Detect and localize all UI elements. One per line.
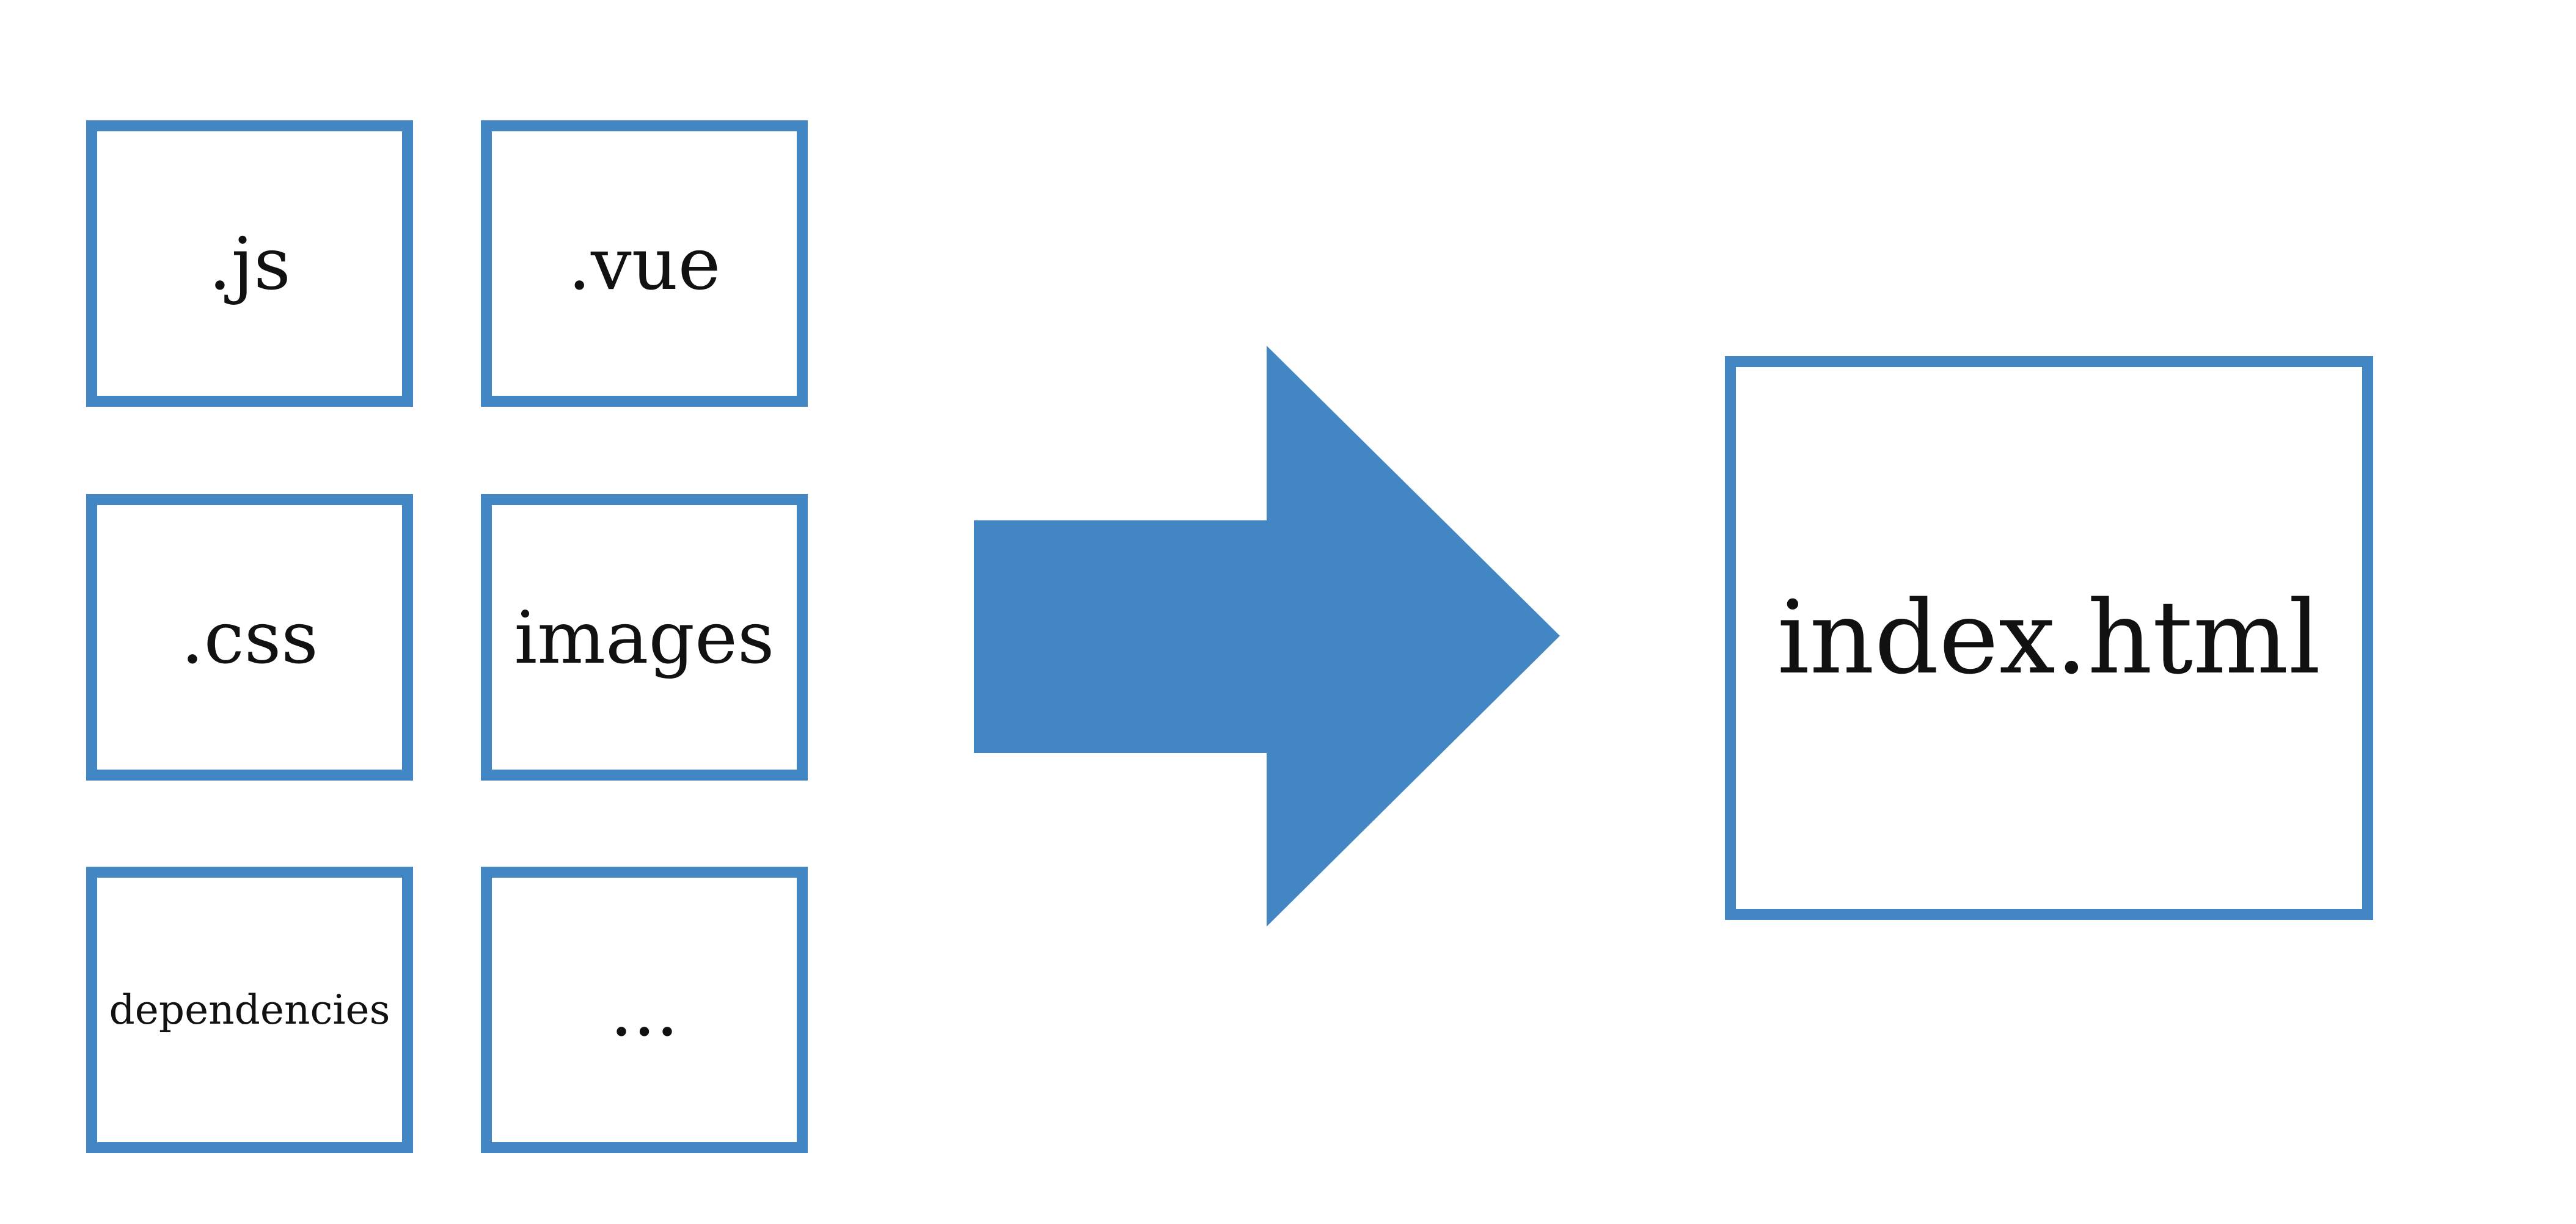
input-file-box-vue: .vue [481,120,808,407]
input-file-box-js: .js [86,120,413,407]
input-file-label: images [514,595,775,680]
input-file-box-more: ... [481,867,808,1153]
input-file-label: .vue [568,221,721,306]
input-file-label: .css [181,595,318,680]
input-file-label: .js [208,221,291,306]
output-file-label: index.html [1777,579,2321,696]
input-file-label: ... [610,967,679,1052]
input-file-label: dependencies [109,986,390,1033]
input-file-box-dependencies: dependencies [86,867,413,1153]
input-file-box-images: images [481,494,808,781]
output-file-box: index.html [1725,356,2373,920]
input-file-box-css: .css [86,494,413,781]
